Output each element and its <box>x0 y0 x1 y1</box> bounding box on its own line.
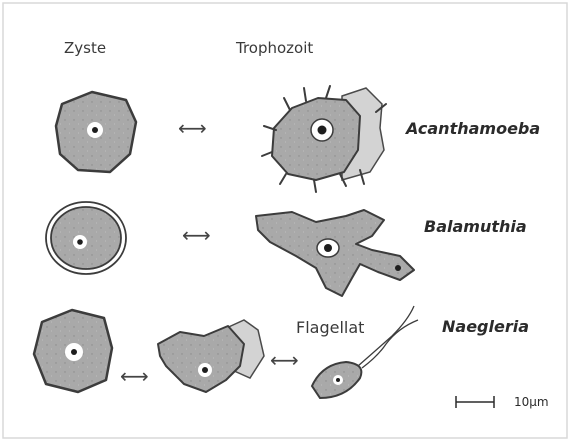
arrow-cyst-trophozoite-1: ⟷ <box>178 116 207 140</box>
header-cyst: Zyste <box>64 39 106 57</box>
label-naegleria: Naegleria <box>442 317 529 336</box>
label-acanthamoeba: Acanthamoeba <box>404 119 540 138</box>
label-balamuthia: Balamuthia <box>424 217 527 236</box>
header-trophozoite: Trophozoit <box>235 39 313 57</box>
naegleria-cyst <box>34 310 112 392</box>
arrow-cyst-trophozoite-2: ⟷ <box>182 223 211 247</box>
scale-bar-label: 10µm <box>514 395 549 409</box>
arrow-cyst-trophozoite-3: ⟷ <box>120 364 149 388</box>
arrow-trophozoite-flagellate: ⟷ <box>270 348 299 372</box>
balamuthia-cyst <box>46 202 126 274</box>
label-flagellate: Flagellat <box>296 318 364 337</box>
acanthamoeba-cyst <box>56 92 136 172</box>
